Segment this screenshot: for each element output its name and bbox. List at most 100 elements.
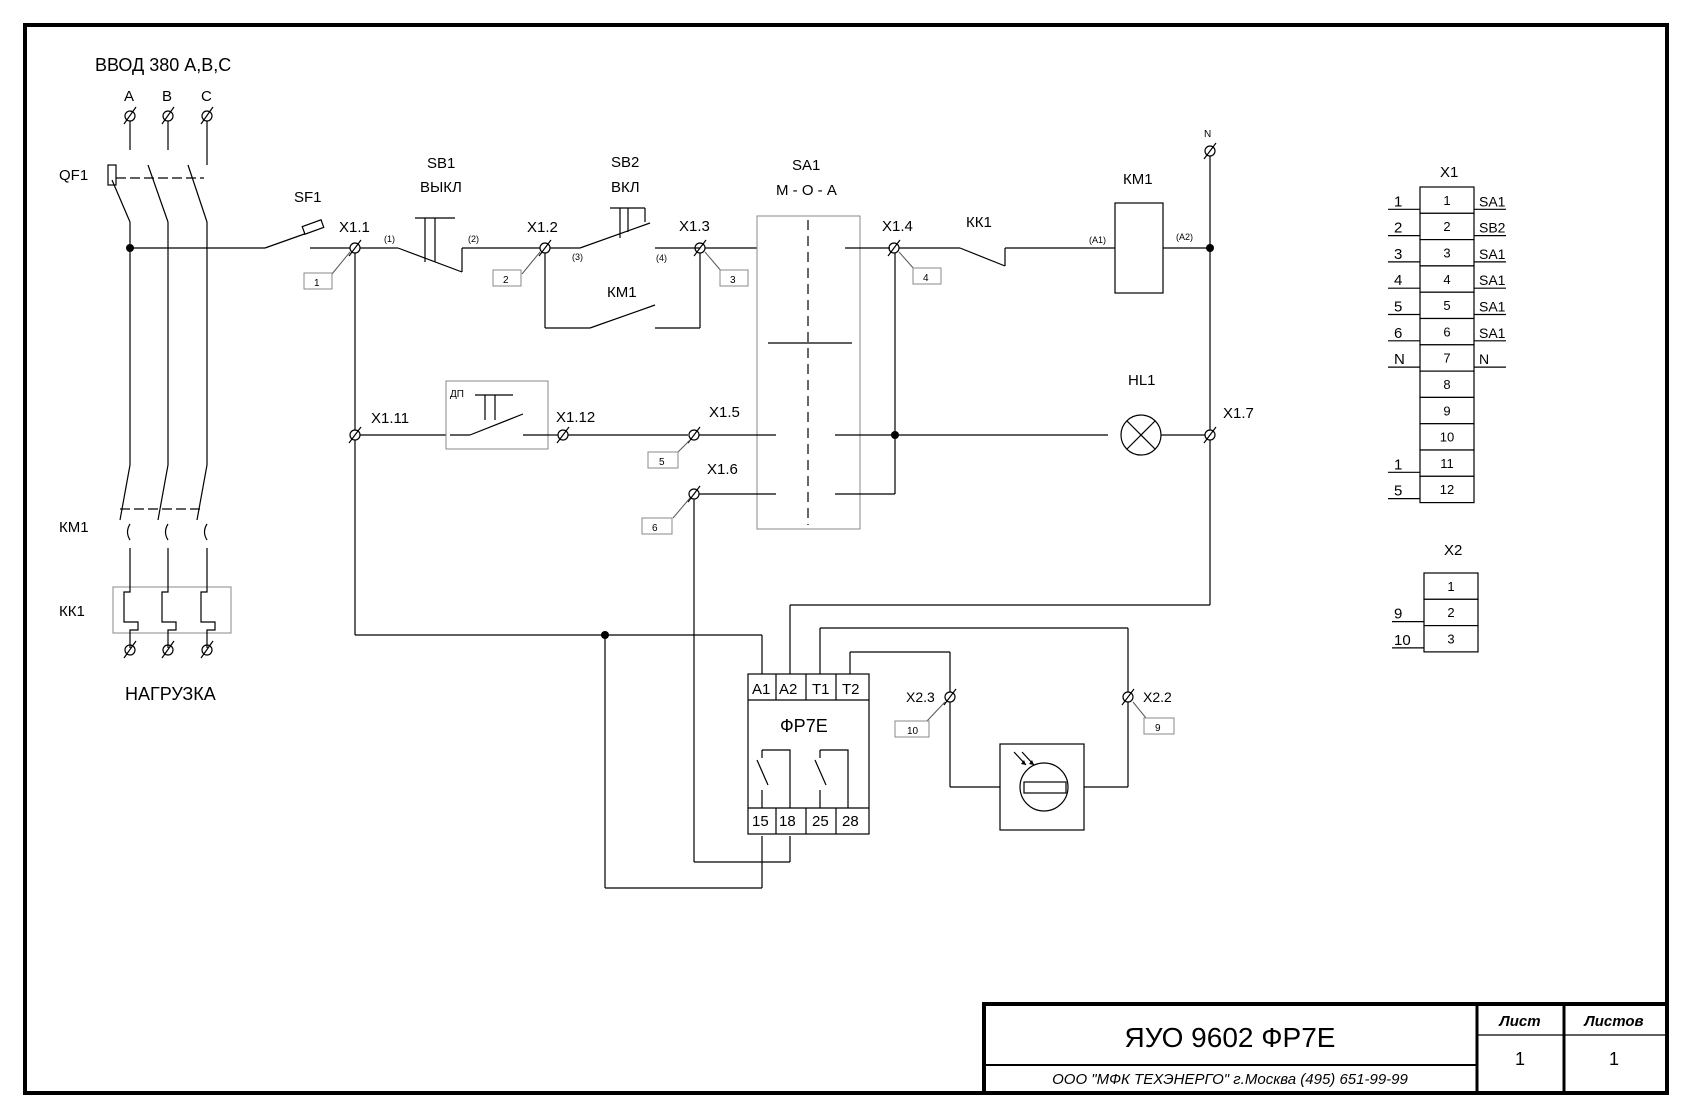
x1-left-label: 6 (1394, 325, 1402, 342)
x1-terminal-number: 8 (1443, 377, 1450, 392)
km1-main-contacts (119, 464, 208, 541)
x2-3-label: X2.3 (906, 689, 935, 705)
fr7e-pin-a1: А1 (752, 681, 770, 698)
x1-terminal-number: 12 (1440, 482, 1454, 497)
x1-left-label: 3 (1394, 246, 1402, 263)
sa1-mode-label: М - О - А (776, 182, 837, 199)
x1-right-label: SA1 (1479, 299, 1506, 315)
qf1-label: QF1 (59, 167, 88, 184)
kk1-thermal-relay (112, 586, 232, 634)
power-input-title: ВВОД 380 А,В,С (95, 55, 231, 75)
x1-terminal-cell (1419, 317, 1475, 346)
x2-terminal-number: 3 (1447, 631, 1454, 646)
x1-terminal-number: 7 (1443, 351, 1450, 366)
x1-3-label: X1.3 (679, 218, 710, 235)
x1-terminal-number: 6 (1443, 324, 1450, 339)
fr7e-pin-25: 25 (812, 813, 829, 830)
fr7e-pin-t2: Т2 (842, 681, 860, 698)
x2-terminal-cell (1423, 624, 1479, 653)
x1-6-label: X1.6 (707, 461, 738, 478)
x1-right-label: SB2 (1479, 220, 1506, 236)
kk1-heater-elements (123, 548, 216, 648)
sa1-label: SA1 (792, 157, 820, 174)
wire-mark-3: (3) (572, 252, 583, 262)
wire-number-tag (647, 451, 679, 469)
x1-7-label: X1.7 (1223, 405, 1254, 422)
dp-label: ДП (450, 389, 464, 400)
wire-number-6: 6 (652, 523, 658, 534)
title-block: ЯУО 9602 ФР7Е ООО "МФК ТЕХЭНЕРГО" г.Моск… (982, 1002, 1669, 1095)
sf1-label: SF1 (294, 189, 322, 206)
fr7e-name: ФР7Е (780, 716, 828, 736)
kk1-contact-label: КК1 (966, 214, 992, 231)
sheet-number: 1 (1515, 1049, 1525, 1069)
hl1-label: HL1 (1128, 372, 1156, 389)
photo-sensor-icon (999, 743, 1085, 831)
km1-coil (1114, 202, 1164, 294)
wire-mark-4: (4) (656, 253, 667, 263)
x1-2-label: X1.2 (527, 219, 558, 236)
wire-mark-2: (2) (468, 234, 479, 244)
dp-contact-symbol (450, 394, 548, 436)
sb2-label: SB2 (611, 154, 639, 171)
x1-1-label: X1.1 (339, 219, 370, 236)
wire-mark-a2: (А2) (1176, 232, 1193, 242)
x1-terminal-number: 4 (1443, 272, 1450, 287)
km1-aux-label: КМ1 (607, 284, 637, 301)
sheets-count: 1 (1609, 1049, 1619, 1069)
x1-12-terminal (556, 426, 570, 444)
dp-sensor-box (445, 380, 549, 450)
fr7e-relay: А1 А2 Т1 Т2 ФР7Е 15 18 25 28 (747, 673, 870, 835)
neutral-label: N (1204, 129, 1211, 140)
x1-terminal-cell (1419, 449, 1475, 477)
wire-number-4: 4 (923, 273, 929, 284)
document-code: ЯУО 9602 ФР7Е (1125, 1022, 1336, 1053)
sb1-name: ВЫКЛ (420, 179, 462, 196)
wire-number-2: 2 (503, 275, 509, 286)
x1-left-label: N (1394, 351, 1405, 368)
wire-number-5: 5 (659, 457, 665, 468)
x2-block-title: X2 (1444, 542, 1462, 559)
x2-left-label: 9 (1394, 606, 1402, 623)
x1-left-label: 4 (1394, 272, 1402, 289)
x1-terminal-cell (1419, 344, 1475, 372)
x1-terminal-cell (1419, 265, 1475, 293)
x2-terminal-number: 1 (1447, 579, 1454, 594)
x1-left-label: 5 (1394, 299, 1402, 316)
hl1-lamp-icon (1120, 414, 1162, 456)
km1-power-label: КМ1 (59, 519, 89, 536)
wire-mark-a1: (А1) (1089, 235, 1106, 245)
km1-coil-label: КМ1 (1123, 171, 1153, 188)
x1-terminal-number: 10 (1440, 430, 1454, 445)
wire-number-tag (303, 272, 333, 290)
sheet-frame (23, 23, 1669, 1095)
sf1-breaker-symbol (264, 219, 350, 249)
x1-right-label: SA1 (1479, 246, 1506, 262)
x1-5-label: X1.5 (709, 404, 740, 421)
wire-number-3: 3 (730, 275, 736, 286)
x1-terminal-cell (1419, 475, 1475, 504)
x1-left-label: 1 (1394, 456, 1402, 473)
wire-number-tag (492, 269, 522, 287)
x1-left-label: 5 (1394, 483, 1402, 500)
x1-terminal-number: 2 (1443, 219, 1450, 234)
x1-right-label: SA1 (1479, 272, 1506, 288)
wire-number-10: 10 (907, 726, 919, 737)
x2-2-label: X2.2 (1143, 689, 1172, 705)
x1-block-title: X1 (1440, 164, 1458, 181)
x1-terminal-cell (1419, 186, 1475, 214)
fr7e-pin-28: 28 (842, 813, 859, 830)
wire-mark-1: (1) (384, 234, 395, 244)
sb2-start-button-symbol (579, 207, 700, 249)
phase-a-label: А (124, 88, 134, 105)
x2-left-label: 10 (1394, 632, 1411, 649)
x1-4-label: X1.4 (882, 218, 913, 235)
company-info: ООО "МФК ТЕХЭНЕРГО" г.Москва (495) 651-9… (1052, 1071, 1408, 1088)
x1-left-label: 2 (1394, 220, 1402, 237)
sb1-stop-button-symbol (397, 217, 540, 273)
wire-number-tag (912, 267, 942, 285)
x1-terminal-cell (1419, 423, 1475, 451)
